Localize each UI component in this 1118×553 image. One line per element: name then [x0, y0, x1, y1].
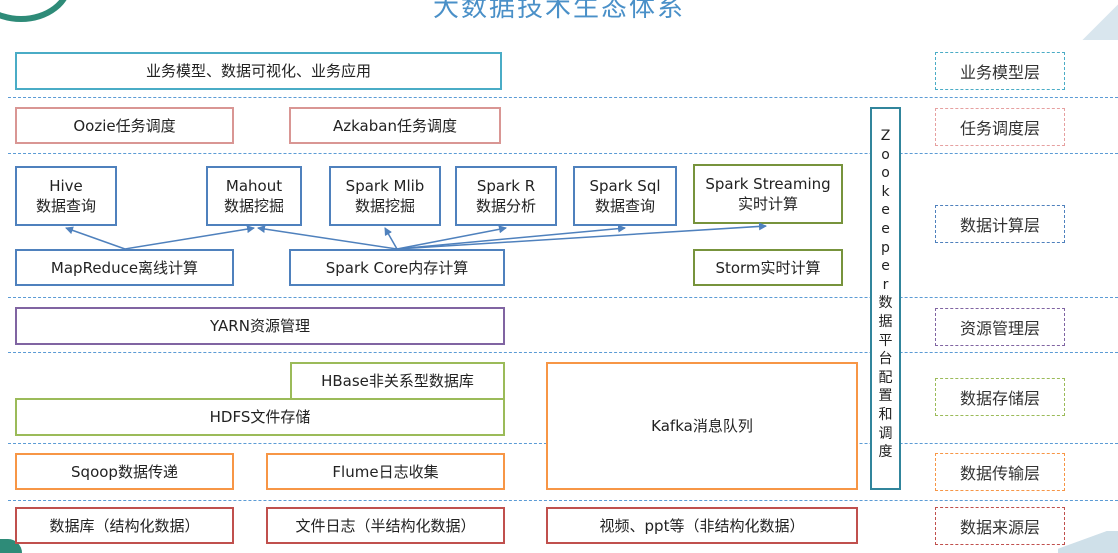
arrow-mapreduce-to-hive	[65, 226, 126, 250]
sqoop-box: Sqoop数据传递	[15, 453, 234, 490]
spark-streaming-role: 实时计算	[737, 195, 798, 213]
oozie-box: Oozie任务调度	[15, 107, 234, 144]
mahout-name: Mahout	[225, 177, 283, 195]
zk-char: Z	[880, 128, 891, 144]
spark-r-name: Spark R	[476, 177, 536, 195]
storm-box: Storm实时计算	[693, 249, 843, 286]
zk-char: 数	[878, 295, 893, 312]
zk-char: p	[881, 239, 890, 256]
hive-role: 数据查询	[35, 197, 96, 215]
zk-char: o	[881, 165, 890, 182]
zk-char: 度	[878, 444, 893, 461]
mahout-box: Mahout 数据挖掘	[206, 166, 302, 226]
spark-mlib-box: Spark Mlib 数据挖掘	[329, 166, 441, 226]
layer-separator	[8, 500, 1118, 501]
spark-streaming-name: Spark Streaming	[705, 175, 831, 193]
zk-char: 调	[878, 425, 893, 442]
azkaban-box: Azkaban任务调度	[289, 107, 501, 144]
zk-char: 置	[878, 388, 893, 405]
corner-decoration-bottom-right	[1058, 531, 1118, 553]
arrow-sparkcore-to-spark-sql	[396, 224, 626, 250]
spark-streaming-box: Spark Streaming 实时计算	[693, 164, 843, 224]
hive-name: Hive	[49, 177, 83, 195]
layer-label-scheduling: 任务调度层	[935, 108, 1065, 146]
hbase-box: HBase非关系型数据库	[290, 362, 505, 400]
database-source-box: 数据库（结构化数据）	[15, 507, 234, 544]
zk-char: e	[881, 202, 890, 219]
zk-char: 台	[878, 351, 893, 368]
spark-r-role: 数据分析	[475, 197, 536, 215]
flume-box: Flume日志收集	[266, 453, 505, 490]
hive-box: Hive 数据查询	[15, 166, 117, 226]
spark-sql-box: Spark Sql 数据查询	[573, 166, 677, 226]
zk-char: e	[881, 220, 890, 237]
zk-char: e	[881, 258, 890, 275]
layer-separator	[8, 352, 1118, 353]
zk-char: 和	[878, 406, 893, 423]
diagram-title: 大数据技术生态体系	[432, 0, 685, 23]
zk-char: 配	[878, 369, 893, 386]
spark-core-box: Spark Core内存计算	[289, 249, 505, 286]
video-source-box: 视频、ppt等（非结构化数据）	[546, 507, 858, 544]
arrow-mapreduce-to-mahout	[124, 225, 255, 250]
zk-char: 据	[878, 313, 893, 330]
zookeeper-box: Z o o k e e p e r 数 据 平 台 配 置 和 调 度	[870, 107, 901, 490]
arrow-sparkcore-to-mahout	[257, 225, 398, 250]
arrow-sparkcore-to-spark-streaming	[396, 222, 767, 250]
spark-mlib-role: 数据挖掘	[354, 197, 415, 215]
hdfs-box: HDFS文件存储	[15, 398, 505, 436]
business-application-box: 业务模型、数据可视化、业务应用	[15, 52, 502, 90]
mahout-role: 数据挖掘	[223, 197, 284, 215]
layer-label-transport: 数据传输层	[935, 453, 1065, 491]
layer-separator	[8, 297, 1118, 298]
zk-char: k	[881, 183, 890, 200]
arrow-sparkcore-to-spark-mlib	[384, 227, 398, 250]
yarn-box: YARN资源管理	[15, 307, 505, 345]
spark-sql-role: 数据查询	[594, 197, 655, 215]
spark-sql-name: Spark Sql	[589, 177, 661, 195]
layer-label-business: 业务模型层	[935, 52, 1065, 90]
spark-r-box: Spark R 数据分析	[455, 166, 557, 226]
zk-char: r	[882, 276, 889, 293]
spark-mlib-name: Spark Mlib	[345, 177, 425, 195]
mapreduce-box: MapReduce离线计算	[15, 249, 234, 286]
kafka-box: Kafka消息队列	[546, 362, 858, 490]
corner-decoration-top-right	[1078, 0, 1118, 40]
layer-label-compute: 数据计算层	[935, 205, 1065, 243]
arrow-sparkcore-to-spark-r	[396, 225, 507, 250]
layer-separator	[8, 97, 1118, 98]
layer-label-storage: 数据存储层	[935, 378, 1065, 416]
layer-separator	[8, 153, 1118, 154]
zk-char: o	[881, 146, 890, 163]
log-file-source-box: 文件日志（半结构化数据）	[266, 507, 505, 544]
layer-label-source: 数据来源层	[935, 507, 1065, 545]
layer-label-resource: 资源管理层	[935, 308, 1065, 346]
zk-char: 平	[878, 332, 893, 349]
